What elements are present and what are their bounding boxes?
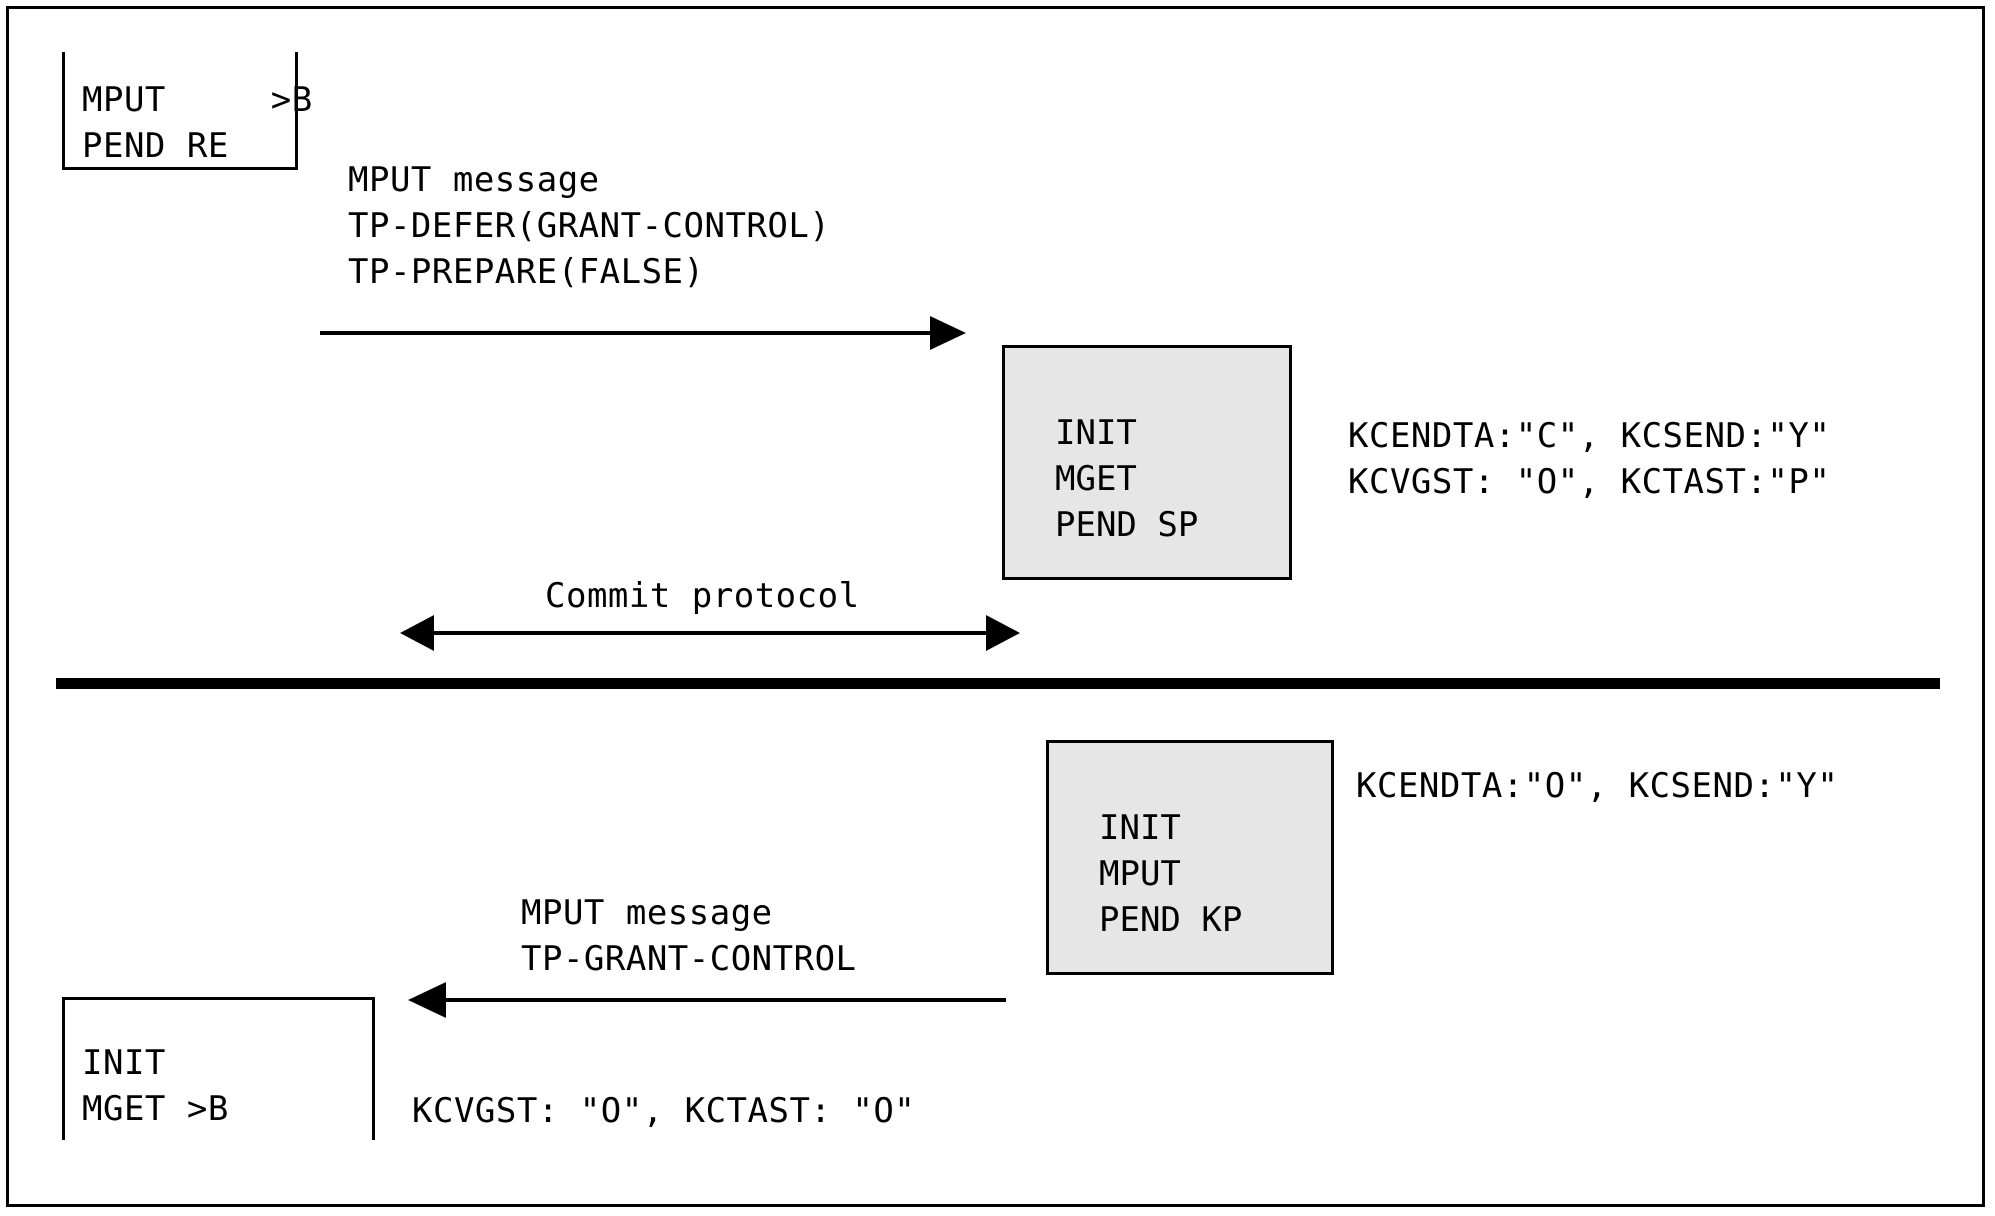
arrow-mput-message-right-label: MPUT message TP-DEFER(GRANT-CONTROL) TP-… — [348, 160, 831, 292]
box-init-mget-b — [62, 997, 375, 1140]
box-init-mget-b-label: INIT MGET >B — [82, 1043, 229, 1129]
page-frame — [6, 6, 1985, 1207]
phase-divider — [56, 678, 1940, 689]
box-mput-pend-re — [62, 52, 298, 170]
box-mput-pend-re-label: MPUT >B PEND RE — [82, 80, 313, 166]
annotation-bottom-left: KCVGST: "O", KCTAST: "O" — [412, 1091, 916, 1131]
annotation-lower-right: KCENDTA:"O", KCSEND:"Y" — [1356, 766, 1839, 806]
arrow-mput-message-left-icon — [408, 982, 1006, 1018]
arrow-mput-message-left-label: MPUT message TP-GRANT-CONTROL — [521, 893, 857, 979]
annotation-upper-right: KCENDTA:"C", KCSEND:"Y" KCVGST: "O", KCT… — [1348, 416, 1831, 502]
arrow-commit-protocol-label: Commit protocol — [545, 576, 860, 616]
arrow-commit-protocol-icon — [400, 615, 1020, 651]
box-init-mget-pend-sp: INIT MGET PEND SP — [1002, 345, 1292, 580]
box-init-mput-pend-kp-label: INIT MPUT PEND KP — [1099, 808, 1243, 940]
box-init-mput-pend-kp: INIT MPUT PEND KP — [1046, 740, 1334, 975]
box-init-mget-pend-sp-label: INIT MGET PEND SP — [1055, 413, 1199, 545]
arrow-mput-message-right-icon — [320, 316, 966, 350]
